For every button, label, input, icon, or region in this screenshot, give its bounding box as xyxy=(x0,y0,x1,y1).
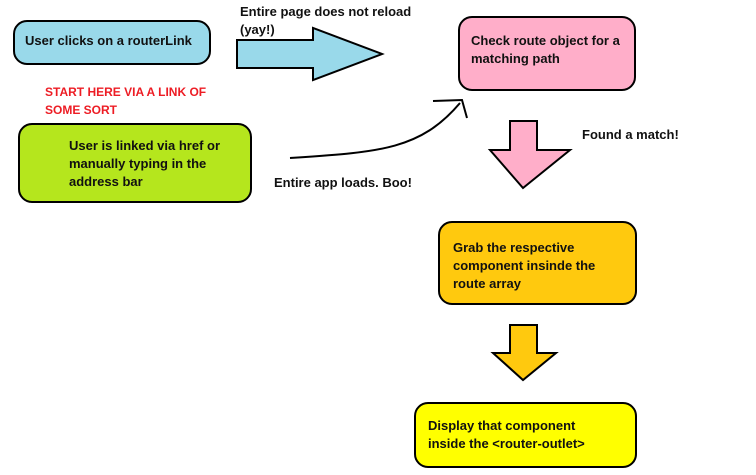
display-arrow xyxy=(490,324,559,382)
check-route-text: Check route object for a matching path xyxy=(471,33,620,66)
display-component-text: Display that component inside the <route… xyxy=(428,418,585,451)
routerlink-click-node: User clicks on a routerLink xyxy=(13,20,211,65)
grab-component-node: Grab the respective component insinde th… xyxy=(438,221,637,305)
href-link-node: User is linked via href or manually typi… xyxy=(18,123,252,203)
no-reload-label: Entire page does not reload (yay!) xyxy=(240,4,412,37)
found-match-label: Found a match! xyxy=(582,127,679,142)
found-match-arrow xyxy=(487,120,573,190)
app-loads-label: Entire app loads. Boo! xyxy=(274,175,412,190)
grab-component-text: Grab the respective component insinde th… xyxy=(453,240,596,291)
no-reload-arrow xyxy=(236,26,385,82)
app-loads-arrowhead xyxy=(432,98,468,119)
routerlink-click-text: User clicks on a routerLink xyxy=(25,33,192,48)
start-here-label: START HERE VIA A LINK OF SOME SORT xyxy=(45,85,207,117)
display-component-node: Display that component inside the <route… xyxy=(414,402,637,468)
href-link-text: User is linked via href or manually typi… xyxy=(69,138,221,189)
check-route-node: Check route object for a matching path xyxy=(458,16,636,91)
app-loads-curve-arrow xyxy=(289,102,461,159)
